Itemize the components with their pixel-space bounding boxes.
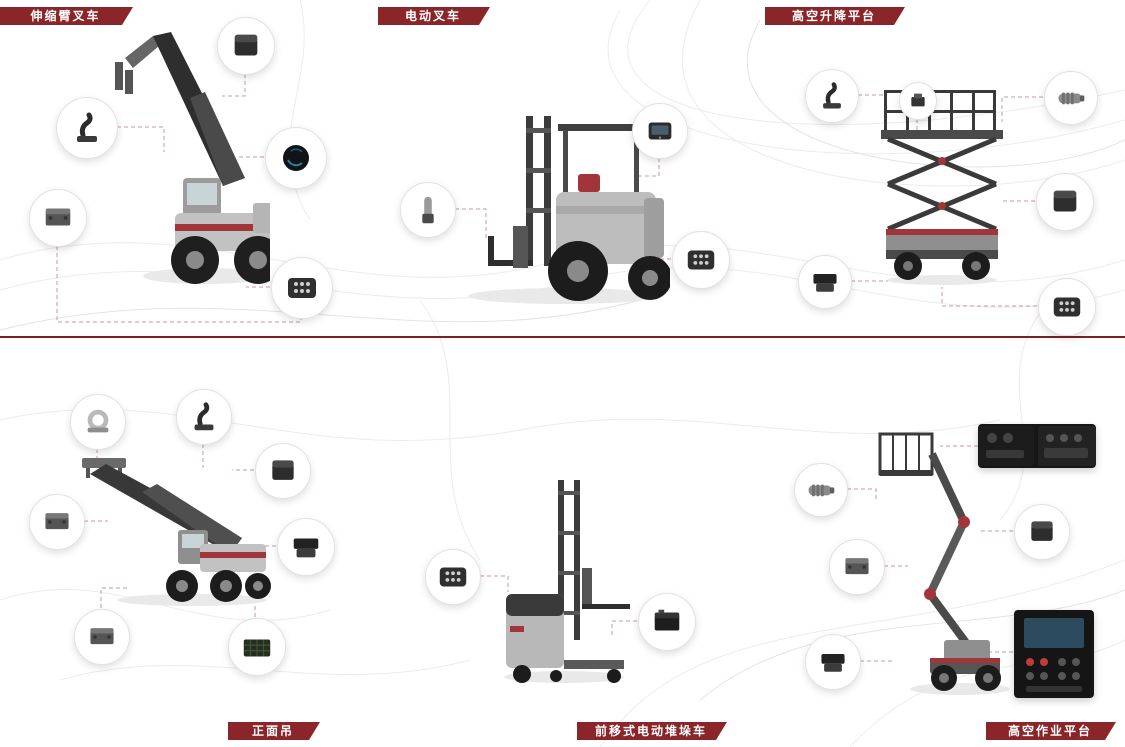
keypad-icon (1053, 297, 1081, 317)
component-circle-control-box (899, 82, 937, 120)
component-circle-battery-module (638, 593, 696, 651)
component-circle-control-module (29, 494, 85, 550)
component-circle-control-module (74, 609, 130, 665)
control-station (1014, 610, 1094, 698)
banner-reach-truck: 前移式电动堆垛车 (577, 722, 727, 740)
component-circle-controller-module (255, 443, 311, 499)
component-circle-grid-keypad (228, 618, 286, 676)
control-module-icon (45, 208, 71, 226)
control-module-icon (845, 558, 869, 575)
scissor-lift-illustration (881, 90, 1003, 285)
component-circle-controller-module (217, 17, 275, 75)
electric-motor-icon (1058, 92, 1085, 105)
component-circle-joystick (176, 389, 232, 445)
control-module-icon (813, 274, 837, 292)
display-unit-icon (648, 122, 672, 140)
keypad-icon (687, 250, 715, 270)
component-circle-controller-module (1036, 173, 1094, 231)
telescopic-boom-forklift-illustration (115, 32, 270, 284)
controller-module-icon (1031, 521, 1053, 541)
section-divider-line (0, 336, 1125, 338)
banner-electric-forklift: 电动叉车 (378, 7, 490, 25)
joystick-icon (194, 402, 214, 431)
banner-telescopic-forklift: 伸缩臂叉车 (0, 7, 133, 25)
controller-module-icon (1053, 190, 1077, 212)
drive-module-icon (293, 538, 319, 558)
control-station-icon (1016, 610, 1092, 698)
component-circle-keypad (271, 257, 333, 319)
control-module-icon (90, 628, 114, 645)
lever-handle-icon (422, 196, 434, 224)
component-circle-control-module (29, 189, 87, 247)
control-box-icon (911, 93, 925, 107)
component-circle-display-unit (632, 103, 688, 159)
keypad-icon (288, 278, 316, 298)
component-circle-electric-motor (794, 463, 848, 517)
controller-module-icon (272, 460, 294, 480)
component-circle-joystick (56, 97, 118, 159)
banner-boom-lift: 高空作业平台 (986, 722, 1116, 740)
joystick-icon (77, 112, 97, 142)
component-circle-keypad (425, 549, 481, 605)
component-circle-control-module (829, 539, 885, 595)
joystick-icon (823, 82, 841, 109)
keypad-icon (439, 567, 467, 587)
ring-sensor-icon (87, 409, 109, 433)
drive-module-icon (821, 654, 845, 672)
component-circle-controller-module (1014, 504, 1070, 560)
component-circle-keypad (1038, 278, 1096, 336)
banner-scissor-lift: 高空升降平台 (765, 7, 905, 25)
control-panel-icon (978, 426, 1096, 466)
component-circle-round-display (265, 127, 327, 189)
component-circle-joystick (805, 69, 859, 123)
round-display-icon (283, 145, 309, 171)
component-circle-lever-handle (400, 182, 456, 238)
component-circle-drive-module (277, 518, 335, 576)
component-circle-keypad (672, 231, 730, 289)
banner-reach-stacker: 正面吊 (228, 722, 320, 740)
articulated-boom-lift-illustration (878, 432, 1010, 695)
controller-module-icon (234, 34, 258, 56)
reach-truck-illustration (504, 480, 630, 683)
component-circle-drive-module (805, 634, 861, 690)
control-module-icon (45, 513, 69, 530)
component-circle-control-module (798, 255, 852, 309)
electric-forklift-illustration (468, 116, 670, 304)
component-circle-ring-sensor (70, 394, 126, 450)
control-panel (978, 424, 1096, 468)
grid-keypad-icon (243, 639, 271, 657)
component-circle-electric-motor (1044, 71, 1098, 125)
electric-motor-icon (808, 484, 835, 497)
battery-module-icon (654, 609, 680, 631)
reach-stacker-illustration (82, 458, 271, 606)
